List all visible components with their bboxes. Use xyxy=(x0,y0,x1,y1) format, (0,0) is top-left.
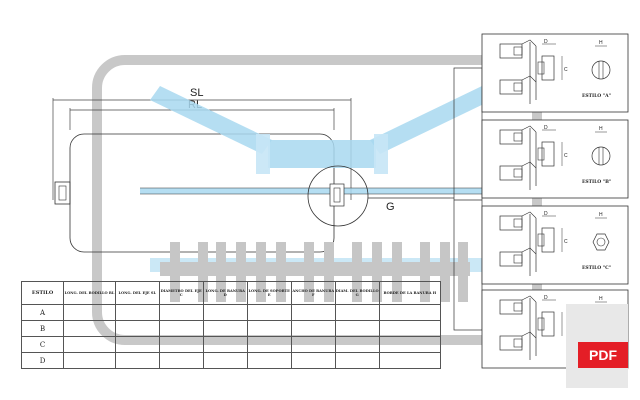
g-label: G xyxy=(386,201,395,213)
table-row: C xyxy=(20,336,442,353)
pdf-download-badge[interactable]: PDF xyxy=(566,304,628,388)
dim-d-label: D xyxy=(544,211,548,217)
connector-box xyxy=(450,67,483,331)
style-panel-frame xyxy=(481,33,629,113)
style-cell: C xyxy=(20,336,65,353)
header-cell: LONG. DEL RODILLO RL xyxy=(63,281,116,305)
header-cell: DIAMETRO DEL EJE C xyxy=(158,281,204,305)
style-cell: B xyxy=(20,320,65,337)
style-cell: D xyxy=(20,352,65,369)
style-cell: A xyxy=(20,304,65,321)
dim-c-label: C xyxy=(564,67,568,73)
center-roller xyxy=(268,140,376,168)
style-panel: D C H ESTILO "B" xyxy=(481,119,629,199)
sl-dimension: SL xyxy=(52,87,352,200)
header-cell: DIAM. DEL RODILLO G xyxy=(334,281,380,305)
left-shaft-end xyxy=(54,181,71,205)
right-wing-roller xyxy=(370,86,492,154)
dim-c-label: C xyxy=(564,153,568,159)
header-cell: ANCHO DE RANURA F xyxy=(290,281,336,305)
dim-h-label: H xyxy=(599,40,603,46)
dim-d-label: D xyxy=(544,125,548,131)
dim-c-label: C xyxy=(564,239,568,245)
left-wing-roller xyxy=(150,86,272,154)
style-panel-frame xyxy=(481,119,629,199)
table-row: A xyxy=(20,304,442,321)
table-row: D xyxy=(20,352,442,369)
style-label: ESTILO "A" xyxy=(582,93,611,99)
header-cell: LONG. DE RANURA D xyxy=(202,281,248,305)
dim-d-label: D xyxy=(544,295,548,301)
spec-table: ESTILO LONG. DEL RODILLO RL LONG. DEL EJ… xyxy=(20,281,442,369)
header-cell: LONG. DEL EJE SL xyxy=(114,281,160,305)
header-cell: BORDE DE LA RANURA H xyxy=(378,281,442,305)
dim-h-label: H xyxy=(599,212,603,218)
style-label: ESTILO "C" xyxy=(582,265,611,271)
pdf-icon[interactable]: PDF xyxy=(578,342,628,368)
header-cell: LONG. DE SOPORTE E xyxy=(246,281,292,305)
dim-d-label: D xyxy=(544,39,548,45)
round-end-view xyxy=(591,60,611,80)
dim-h-label: H xyxy=(599,126,603,132)
table-row: B xyxy=(20,320,442,337)
style-panel-frame xyxy=(481,205,629,285)
sl-label: SL xyxy=(190,87,203,99)
round-end-view xyxy=(591,146,611,166)
style-panel: D C H ESTILO "A" xyxy=(481,33,629,113)
support-posts xyxy=(160,242,470,302)
style-panel: D C H ESTILO "C" xyxy=(481,205,629,285)
hex-end-view xyxy=(592,233,610,251)
troughing-rollers xyxy=(150,86,492,174)
detail-g-callout: G xyxy=(307,165,450,227)
header-cell: ESTILO xyxy=(20,281,65,305)
table-header-row: ESTILO LONG. DEL RODILLO RL LONG. DEL EJ… xyxy=(20,281,442,305)
style-label: ESTILO "B" xyxy=(582,179,611,185)
dim-h-label: H xyxy=(599,296,603,302)
